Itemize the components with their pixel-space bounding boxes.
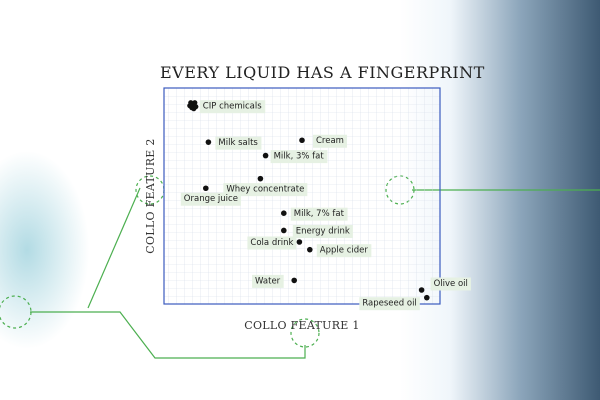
connector-bottom	[30, 311, 306, 359]
connector-left	[87, 187, 141, 309]
data-point-water	[291, 277, 298, 284]
point-label-bg-water	[252, 274, 284, 288]
point-label-apple-cider: Apple cider	[320, 246, 369, 256]
data-point-cream	[299, 137, 305, 144]
point-label-cola-drink: Cola drink	[250, 238, 293, 248]
point-label-bg-milk-3-fat	[270, 150, 328, 164]
data-point-cola-drink	[296, 239, 303, 245]
point-label-cream: Cream	[316, 136, 344, 146]
point-label-bg-milk-salts	[215, 136, 262, 150]
connector-dot-splash	[0, 295, 32, 329]
point-label-bg-whey-concentrate	[223, 183, 308, 197]
point-label-bg-cip-chemicals	[199, 100, 266, 114]
data-point-energy-drink	[281, 227, 287, 234]
data-point-rapeseed-oil	[424, 294, 430, 301]
data-point-milk-7-fat	[281, 210, 287, 216]
point-label-cip-chemicals: CIP chemicals	[203, 102, 262, 112]
y-axis-label: Collo Feature 2	[144, 138, 157, 253]
data-point-whey-concentrate	[257, 175, 264, 182]
point-label-energy-drink: Energy drink	[296, 226, 350, 236]
point-label-bg-cream	[313, 134, 347, 148]
point-label-bg-cola-drink	[247, 236, 297, 250]
point-label-olive-oil: Olive oil	[434, 279, 468, 289]
data-point-milk-3-fat	[262, 152, 269, 159]
data-point-cip-chemicals-1	[192, 100, 198, 106]
data-point-cip-chemicals-5	[193, 104, 199, 110]
data-point-orange-juice	[203, 185, 209, 192]
x-axis-label: Collo Feature 1	[244, 319, 359, 332]
point-label-whey-concentrate: Whey concentrate	[226, 185, 304, 195]
point-label-bg-energy-drink	[292, 224, 353, 238]
point-label-bg-orange-juice	[180, 192, 241, 206]
point-label-milk-salts: Milk salts	[218, 138, 258, 148]
point-label-bg-olive-oil	[430, 277, 471, 291]
point-label-bg-apple-cider	[316, 244, 372, 258]
point-label-milk-3-fat: Milk, 3% fat	[274, 152, 325, 162]
point-label-orange-juice: Orange juice	[184, 194, 238, 204]
connector-dot-bottom	[290, 318, 320, 348]
point-label-bg-rapeseed-oil	[359, 297, 420, 311]
liquid-splash-background	[0, 150, 90, 350]
data-point-milk-salts	[205, 139, 212, 145]
point-label-bg-milk-7-fat	[290, 207, 348, 221]
point-label-rapeseed-oil: Rapeseed oil	[362, 299, 416, 309]
data-point-apple-cider	[307, 246, 313, 253]
point-label-milk-7-fat: Milk, 7% fat	[294, 209, 345, 219]
data-point-olive-oil	[418, 287, 425, 293]
data-point-cip-chemicals-6	[187, 103, 193, 109]
point-label-water: Water	[255, 276, 281, 286]
page-title: Every Liquid Has A Fingerprint	[160, 63, 485, 82]
